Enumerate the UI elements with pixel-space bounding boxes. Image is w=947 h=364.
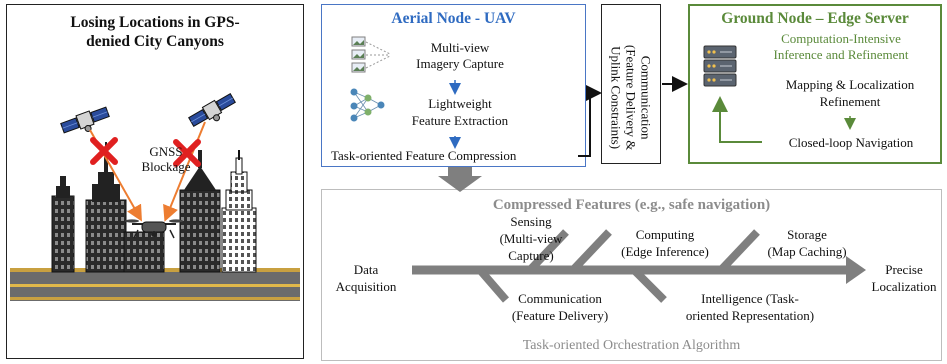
head-right-line-1: Precise <box>885 262 923 277</box>
fishbone-bone-intelligence <box>631 267 667 303</box>
blockage-cross-left-icon <box>90 137 118 165</box>
step-extraction-line-2: Feature Extraction <box>411 113 509 128</box>
storage-line-2: (Map Caching) <box>767 244 847 259</box>
fishbone-caption: Task-oriented Orchestration Algorithm <box>522 338 741 353</box>
ground-node-subtitle-line-2: Inference and Refinement <box>773 47 909 62</box>
signal-line-right <box>163 121 206 222</box>
communication-box <box>601 4 661 164</box>
head-left-line-2: Acquisition <box>335 279 397 294</box>
building-right-tower <box>179 150 221 273</box>
ground-node-title: Ground Node – Edge Server <box>721 10 909 27</box>
neural-network-icon <box>350 88 385 122</box>
sensing-line-2: (Multi-view <box>499 231 563 246</box>
communication-label-column: Communication (Feature Delivery & Uplink… <box>608 20 653 176</box>
computing-line-2: (Edge Inference) <box>621 244 709 259</box>
communication-label-line-3: Uplink Constraints) <box>608 46 624 150</box>
uav-to-communication-arrow <box>578 85 602 157</box>
scene-title-line-2: denied City Canyons <box>86 33 224 50</box>
step-closed-loop: Closed-loop Navigation <box>788 135 914 150</box>
satellite-right-icon <box>188 92 236 128</box>
fishbone-bone-sensing <box>527 229 569 273</box>
sensing-line-1: Sensing <box>510 214 552 229</box>
intelligence-line-1: Intelligence (Task- <box>701 291 799 306</box>
fishbone-bone-computing <box>570 229 612 273</box>
step-extraction-line-1: Lightweight <box>428 96 492 111</box>
communication-bone-line-2: (Feature Delivery) <box>511 308 609 323</box>
ground-node-panel <box>688 4 942 164</box>
satellite-left-icon <box>60 106 110 134</box>
fishbone-bone-storage <box>718 229 760 273</box>
building-mid <box>123 231 165 273</box>
fishbone-title: Compressed Features (e.g., safe navigati… <box>492 197 771 213</box>
step-capture-line-2: Imagery Capture <box>416 56 504 71</box>
storage-line-1: Storage <box>787 227 827 242</box>
ground-node-subtitle-line-1: Computation-Intensive <box>781 31 901 46</box>
head-right-line-2: Localization <box>871 279 937 294</box>
closed-loop-feedback-arrow <box>712 96 762 143</box>
head-left-line-1: Data <box>353 262 379 277</box>
gps-denied-scene-panel <box>6 4 304 359</box>
step-mapping-line-1: Mapping & Localization <box>785 77 915 92</box>
blockage-cross-right-icon <box>173 139 201 167</box>
down-arrow-to-fishbone <box>438 167 482 192</box>
fishbone-bone-communication <box>476 267 510 303</box>
building-left-small <box>51 176 75 273</box>
step-compression: Task-oriented Feature Compression <box>331 148 517 163</box>
aerial-node-title: Aerial Node - UAV <box>391 10 516 27</box>
city-scene <box>10 92 300 301</box>
communication-label-line-1: Communication <box>638 55 654 140</box>
building-white-skyscraper <box>221 150 257 273</box>
step-mapping-line-2: Refinement <box>819 94 881 109</box>
fishbone-head <box>846 256 866 284</box>
orchestration-panel <box>321 189 942 361</box>
gnss-label-line-2: Blockage <box>141 159 191 174</box>
communication-label-line-2: (Feature Delivery & <box>623 44 639 151</box>
gnss-label-line-1: GNSS <box>149 144 183 159</box>
communication-bone-line-1: Communication <box>518 291 602 306</box>
communication-text-frame: Communication (Feature Delivery & Uplink… <box>601 4 661 164</box>
fishbone-diagram <box>412 229 866 303</box>
server-icon <box>703 45 737 87</box>
aerial-node-panel <box>321 4 586 167</box>
computing-line-1: Computing <box>635 227 695 242</box>
drone-icon <box>125 219 183 239</box>
multiview-image-icon <box>351 36 391 73</box>
intelligence-line-2: oriented Representation) <box>685 308 815 323</box>
scene-title-line-1: Losing Locations in GPS- <box>70 14 240 31</box>
step-capture-line-1: Multi-view <box>430 40 490 55</box>
sensing-line-3: Capture) <box>508 248 554 263</box>
